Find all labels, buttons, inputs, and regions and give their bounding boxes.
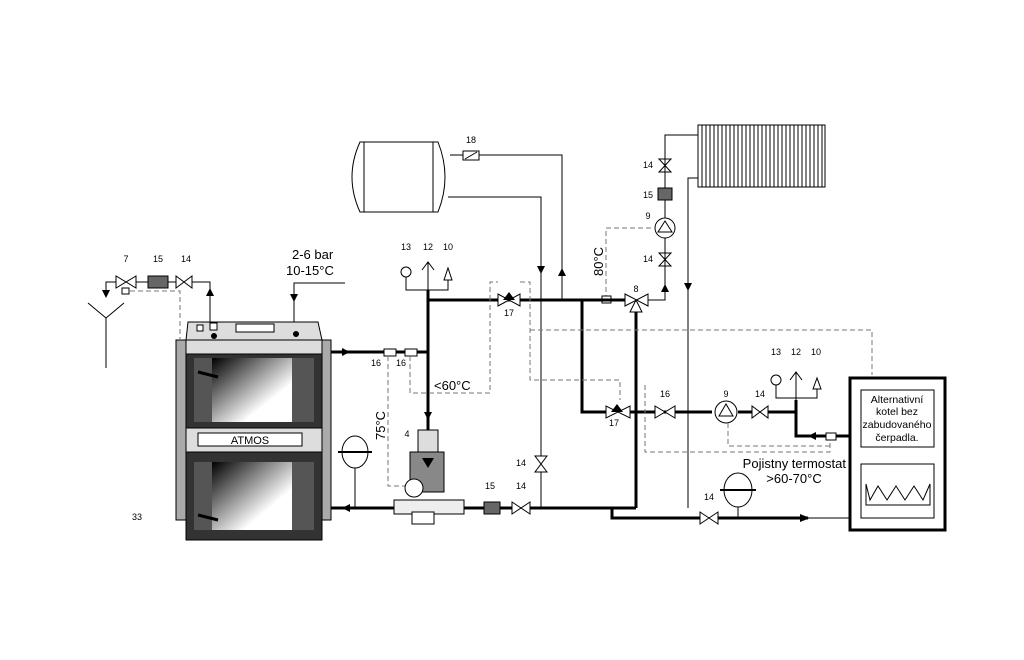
arrow-up-icon	[661, 284, 669, 292]
control-line-75	[387, 356, 410, 487]
alternative-boiler: Alternativní kotel bez zabudovaného čerp…	[848, 376, 947, 532]
pressure-label: 2-6 bar	[292, 247, 334, 262]
component-number-label: 13	[771, 347, 781, 357]
arrow-left-icon	[808, 432, 816, 440]
component-number-label: 15	[153, 254, 163, 264]
alt-boiler-label: kotel bez	[876, 406, 918, 418]
atmos-boiler: ATMOS	[175, 321, 332, 541]
component-number-label: 7	[123, 254, 128, 264]
control-line-60	[409, 300, 491, 394]
inlet-temp-label: 10-15°C	[286, 263, 334, 278]
temp-80-label: 80°C	[591, 247, 606, 276]
arrow-right-icon	[800, 514, 810, 522]
tank-return-pipe	[450, 154, 563, 300]
branch-pipe	[580, 300, 608, 414]
cooling-loop-pipe	[105, 281, 211, 292]
arrow-down-icon	[424, 412, 432, 420]
alt-boiler-label: Alternativní	[871, 394, 924, 406]
filter-15-bottom: 15	[483, 481, 501, 515]
control-line	[130, 290, 181, 340]
valve-14-lower: 14	[643, 252, 673, 267]
component-number-label: 14	[755, 389, 765, 399]
safety-group-top: 13 12 10	[400, 242, 453, 291]
component-number-label: 15	[485, 481, 495, 491]
drain-funnel	[87, 302, 125, 368]
component-number-label: 16	[396, 358, 406, 368]
component-number-label: 16	[660, 389, 670, 399]
valve-7: 7	[115, 254, 137, 295]
filter-15-left: 15	[147, 254, 169, 289]
temp-75-label: 75°C	[373, 411, 388, 440]
arrow-up-icon	[558, 268, 566, 276]
arrow-down-icon	[537, 266, 545, 274]
component-number-label: 4	[404, 429, 409, 439]
control-line	[489, 281, 621, 400]
filter-15: 15	[643, 187, 673, 201]
valve-14-return: 14	[699, 492, 719, 525]
component-number-label: 8	[633, 284, 638, 294]
expansion-vessel-right	[720, 472, 756, 518]
storage-tank	[351, 141, 446, 213]
mixing-valve-8: 8	[624, 284, 649, 313]
thermostat-temp-label: >60-70°C	[766, 471, 821, 486]
valve-14-alt: 14	[751, 389, 769, 419]
label-33: 33	[132, 512, 142, 522]
charging-unit-4: 4	[393, 429, 465, 525]
arrow-left-icon	[342, 504, 350, 512]
component-number-label: 14	[643, 160, 653, 170]
component-number-label: 12	[423, 242, 433, 252]
component-number-label: 15	[643, 190, 653, 200]
valve-17-top: 17	[497, 292, 521, 318]
control-line	[727, 423, 830, 447]
arrow-down-icon	[290, 294, 298, 302]
radiator	[697, 124, 826, 188]
arrow-right-icon	[342, 348, 350, 356]
valve-14-bottom: 14	[511, 481, 531, 515]
component-number-label: 14	[704, 492, 714, 502]
component-number-label: 14	[181, 254, 191, 264]
tank-supply-pipe	[448, 196, 542, 508]
valve-14-vertical: 14	[516, 455, 548, 473]
component-number-label: 16	[371, 358, 381, 368]
sensor-16b	[404, 348, 418, 357]
boiler-connections	[209, 282, 345, 322]
alt-boiler-label: zabudovaného	[863, 419, 932, 431]
sensor-16a	[383, 348, 397, 357]
radiator-return-pipe	[687, 177, 698, 508]
arrow-down-icon	[684, 283, 692, 291]
component-number-label: 17	[609, 418, 619, 428]
boiler-brand-label: ATMOS	[231, 435, 269, 447]
component-number-label: 17	[504, 308, 514, 318]
valve-16: 16	[654, 389, 676, 419]
component-number-label: 9	[723, 389, 728, 399]
control-line-80	[605, 227, 655, 300]
temp-lt60-label: <60°C	[434, 378, 471, 393]
safety-group-alt: 13 12 10	[770, 347, 822, 400]
thermostat-sensor	[825, 432, 837, 441]
pump-9-bottom: 9	[714, 389, 738, 424]
component-number-label: 14	[643, 254, 653, 264]
component-number-label: 13	[401, 242, 411, 252]
pump-9-top: 9	[645, 211, 676, 239]
valve-14-left: 14	[175, 254, 193, 289]
alt-return-pipe	[610, 508, 808, 520]
tank-sensor-18: 18	[462, 135, 480, 161]
component-number-label: 10	[811, 347, 821, 357]
alt-boiler-label: čerpadla.	[875, 432, 918, 444]
component-number-label: 12	[791, 347, 801, 357]
arrow-down-icon	[102, 290, 110, 298]
component-number-label: 14	[516, 458, 526, 468]
component-number-label: 9	[645, 211, 650, 221]
component-number-label: 18	[466, 135, 476, 145]
valve-17-bottom: 17	[605, 404, 631, 428]
valve-14-top: 14	[643, 158, 673, 173]
component-number-label: 14	[516, 481, 526, 491]
thermostat-label: Pojistny termostat	[743, 456, 847, 471]
radiator-supply-pipe	[648, 134, 698, 301]
arrow-up-icon	[206, 288, 214, 296]
expansion-vessel-left	[338, 435, 372, 508]
alt-boiler-outlet	[794, 400, 850, 438]
component-number-label: 10	[443, 242, 453, 252]
